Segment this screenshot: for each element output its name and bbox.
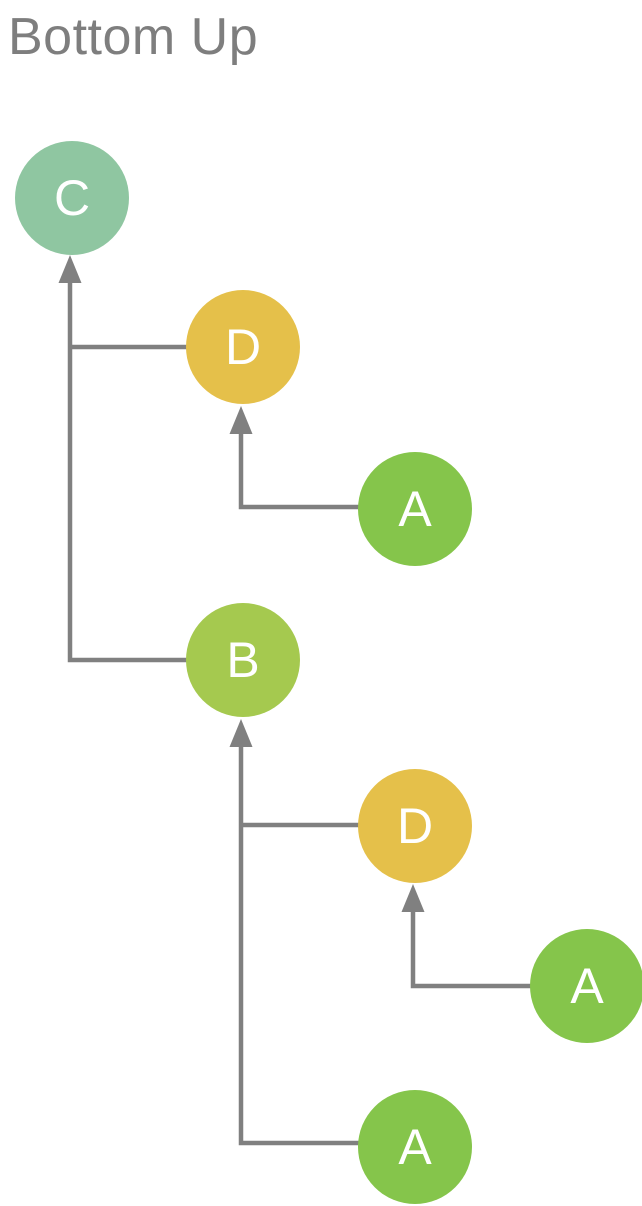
edge-line-a2-to-d2 [410, 909, 534, 989]
diagram-title: Bottom Up [8, 8, 259, 66]
node-a-right: A [530, 929, 642, 1043]
edge-line-d2-a3-to-b [238, 744, 362, 1146]
node-d-upper: D [186, 290, 300, 404]
node-b: B [186, 603, 300, 717]
edge-group-children-to-c [58, 255, 190, 663]
arrowhead-into-d2-icon [401, 884, 425, 912]
edge-group-a2-to-d2 [401, 884, 534, 989]
node-a-bottom: A [358, 1090, 472, 1204]
node-d-lower: D [358, 769, 472, 883]
edge-group-a1-to-d1 [229, 406, 362, 510]
arrowhead-into-c-icon [58, 255, 82, 283]
node-a-upper: A [358, 452, 472, 566]
arrowhead-into-b-icon [229, 719, 253, 747]
edge-group-children-to-b [229, 719, 362, 1146]
node-c: C [15, 141, 129, 255]
arrowhead-into-d1-icon [229, 406, 253, 434]
edge-line-d1-b-to-c [67, 280, 190, 663]
edge-line-a1-to-d1 [238, 431, 362, 510]
